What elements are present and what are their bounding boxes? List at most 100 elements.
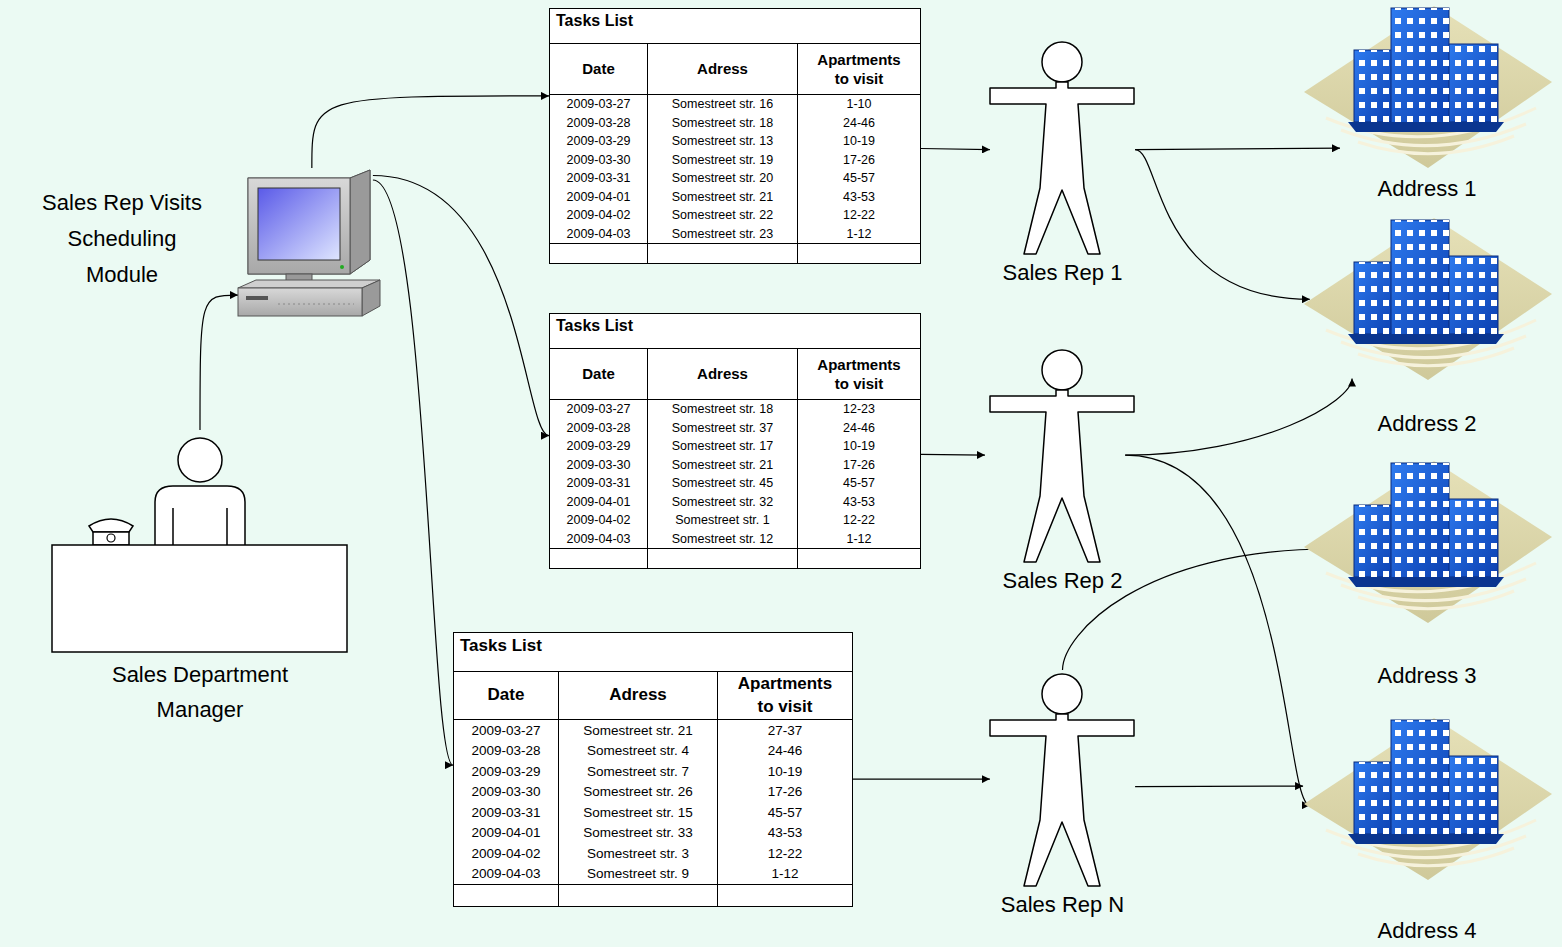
table-cell: 24-46 [798,114,920,133]
table-cell: 43-53 [718,823,852,844]
sales-rep-figure-part [1042,42,1082,82]
header-text: Date [488,684,525,706]
flow-connector [1135,785,1303,787]
table-row: 2009-04-01Somestreet str. 3343-53 [454,823,852,844]
table-cell: Somestreet str. 12 [648,530,798,549]
address-label: Address 1 [1296,175,1558,203]
cell-text: 10-19 [768,764,803,779]
table-cell: 17-26 [798,151,920,170]
cell-text: 2009-03-31 [567,476,631,490]
table-blank-row [550,243,920,263]
table-row: 2009-03-27Somestreet str. 1812-23 [550,400,920,419]
building-icon-part [1446,499,1498,577]
table-cell: 2009-03-30 [454,782,559,803]
cell-text: 2009-03-30 [567,458,631,472]
cell-text: 43-53 [843,190,875,204]
table-cell: 2009-03-29 [454,761,559,782]
building-icon-part [1391,220,1449,336]
building-icon [1296,455,1558,625]
table-cell: 2009-03-30 [550,456,648,475]
table-cell: Somestreet str. 26 [559,782,718,803]
table-row: 2009-04-02 Somestreet str. 1 12-22 [550,511,920,530]
cell-text: Somestreet str. 9 [587,866,689,881]
manager-desk-figure-part [107,534,115,542]
flow-connector [373,180,453,765]
table-cell: 2009-04-01 [550,493,648,512]
building-icon-part [1354,262,1396,334]
flow-connector [921,454,985,456]
table-cell: 2009-03-28 [454,741,559,762]
table-row: 2009-03-30 Somestreet str. 19 17-26 [550,151,920,170]
flow-connector [1125,455,1310,805]
table-cell: 2009-04-01 [454,823,559,844]
pc-node: Sales Rep Visits Scheduling Module [238,168,380,318]
cell-text: 2009-04-02 [567,513,631,527]
building-icon-part [1348,577,1504,587]
module-label: Sales Rep Visits Scheduling Module [32,185,212,293]
rep-node: Sales Rep N [980,670,1145,918]
flow-connector [1135,150,1310,300]
cell-text: Somestreet str. 19 [672,153,773,167]
building-icon-part [1348,122,1504,132]
cell-text: 2009-03-27 [567,97,631,111]
table-title: Tasks List [550,314,920,348]
cell-text: Somestreet str. 26 [583,784,693,799]
table-cell: Somestreet str. 45 [648,474,798,493]
flow-connector [853,779,990,780]
table-cell: Somestreet str. 32 [648,493,798,512]
table-cell: 2009-04-02 [550,511,648,530]
table-cell: Somestreet str. 23 [648,225,798,244]
building-icon-part [1348,334,1504,344]
table-cell: Somestreet str. 7 [559,761,718,782]
header-text: Apartments to visit [812,50,907,89]
table-cell: Somestreet str. 3 [559,843,718,864]
table-cell: Somestreet str. 4 [559,741,718,762]
cell-text: Somestreet str. 45 [672,476,773,490]
building-icon [1296,212,1558,382]
flow-connector [1063,549,1331,670]
table-cell: 2009-03-29 [550,132,648,151]
sales-rep-figure [980,346,1145,566]
cell-text: 12-22 [843,513,875,527]
cell-text: 2009-04-01 [471,825,540,840]
table-cell: 2009-03-27 [550,95,648,114]
cell-text: 2009-03-30 [567,153,631,167]
table-row: 2009-03-30Somestreet str. 2617-26 [454,782,852,803]
cell-text: 2009-04-03 [471,866,540,881]
building-icon-part [1391,8,1449,124]
blank-cell [454,885,559,906]
building-icon-part [1354,762,1396,834]
cell-text: Somestreet str. 13 [672,134,773,148]
table-cell: Somestreet str. 17 [648,437,798,456]
building-icon-part [1354,505,1396,577]
building-icon-part [1446,256,1498,334]
cell-text: Somestreet str. 18 [672,402,773,416]
address-label: Address 3 [1296,662,1558,690]
manager-desk-figure-part [173,508,227,545]
building-icon-part [1304,718,1552,880]
table-row: 2009-03-31Somestreet str. 2045-57 [550,169,920,188]
cell-text: Somestreet str. 1 [675,513,769,527]
blank-cell [648,244,798,263]
table-cell: 2009-04-03 [550,225,648,244]
addr-node: Address 4 [1296,712,1558,945]
cell-text: 45-57 [843,171,875,185]
rep-node: Sales Rep 1 [980,38,1145,286]
table-cell: 2009-03-28 [550,419,648,438]
table-cell: 2009-03-27 [454,720,559,741]
table-cell: Somestreet str. 18 [648,114,798,133]
table-row: 2009-04-03Somestreet str. 231-12 [550,225,920,244]
table-header-row: DateAdressApartments to visit [550,348,920,400]
table-cell: 12-22 [718,843,852,864]
cell-text: 24-46 [768,743,803,758]
header-text: Apartments to visit [812,355,907,394]
table-cell: Somestreet str. 37 [648,419,798,438]
table-title: Tasks List [550,9,920,43]
table-cell: 2009-03-28 [550,114,648,133]
table-cell: Somestreet str. 20 [648,169,798,188]
building-icon-part [1304,6,1552,168]
table-cell: 2009-03-30 [550,151,648,170]
table-row: 2009-03-27Somestreet str. 2127-37 [454,720,852,741]
cell-text: 12-22 [768,846,803,861]
